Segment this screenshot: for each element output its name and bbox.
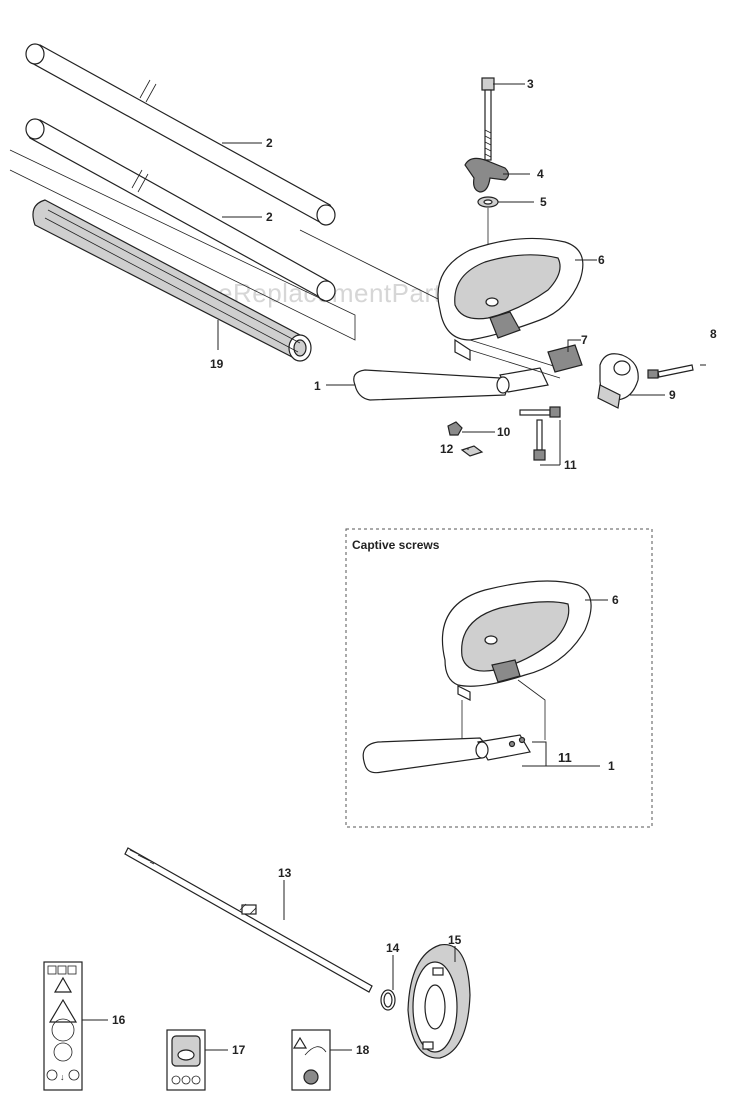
- callout-18: 18: [356, 1043, 370, 1057]
- svg-text:↓: ↓: [60, 1072, 65, 1082]
- callout-10: 10: [497, 425, 511, 439]
- inset-callout-6: 6: [612, 593, 619, 607]
- shaft-tube-upper: [25, 43, 336, 226]
- callout-3: 3: [527, 77, 534, 91]
- shaft-sleeve: [9, 149, 356, 362]
- callout-17: 17: [232, 1043, 246, 1057]
- callout-19: 19: [210, 357, 224, 371]
- callout-16: 16: [112, 1013, 126, 1027]
- callout-12: 12: [440, 442, 454, 456]
- clamp-7: [469, 339, 583, 379]
- decal-18: [291, 1029, 331, 1091]
- callout-7: 7: [581, 333, 588, 347]
- knob-4: [464, 157, 510, 193]
- callout-9: 9: [669, 388, 676, 402]
- callout-2-upper: 2: [266, 136, 273, 150]
- nut-10: [447, 421, 463, 436]
- inset-callout-1: 1: [608, 759, 615, 773]
- cup-15: [407, 944, 471, 1059]
- captive-screws-inset: Captive screws 6 11 1: [345, 528, 653, 828]
- decal-17: [166, 1029, 206, 1091]
- ring-14: [380, 989, 396, 1011]
- inset-caption: Captive screws: [352, 538, 440, 552]
- callout-4: 4: [537, 167, 544, 181]
- callout-11: 11: [564, 458, 577, 472]
- loop-handle-6: [437, 237, 584, 361]
- washer-5: [477, 196, 499, 208]
- callout-2-lower: 2: [266, 210, 273, 224]
- mount-9: [597, 353, 639, 409]
- inset-callout-11: 11: [558, 750, 572, 765]
- screws-11: [519, 406, 561, 461]
- callout-15: 15: [448, 933, 462, 947]
- drive-shaft-13: [124, 847, 373, 993]
- callout-6: 6: [598, 253, 605, 267]
- callout-13: 13: [278, 866, 292, 880]
- callout-1: 1: [314, 379, 321, 393]
- bolt-3: [481, 77, 495, 161]
- callout-8: 8: [710, 327, 717, 341]
- bracket-1: [353, 367, 549, 401]
- shaft-tube-lower: [25, 118, 336, 302]
- screw-8: [647, 364, 694, 379]
- decal-16: ↓: [43, 961, 83, 1091]
- callout-5: 5: [540, 195, 547, 209]
- callout-14: 14: [386, 941, 400, 955]
- square-nut-12: [460, 445, 484, 457]
